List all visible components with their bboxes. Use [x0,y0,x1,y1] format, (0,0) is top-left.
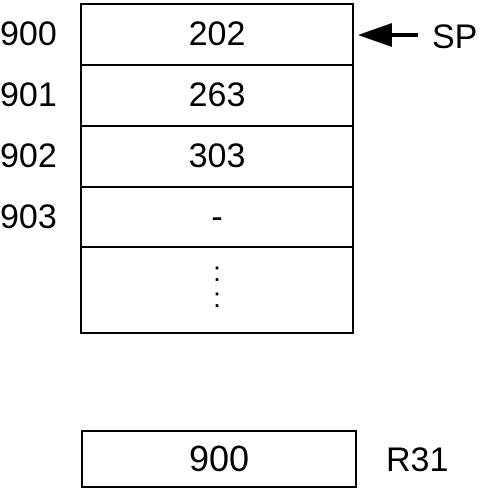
memory-cell-900: 202 [82,5,352,66]
register-name: R31 [386,441,449,479]
memory-cell-903: - [82,188,352,248]
stack-pointer-arrow-icon [358,23,418,47]
memory-cell-901: 263 [82,66,352,127]
memory-stack: 202 263 303 - : : [80,3,354,334]
address-903: 903 [0,198,57,236]
memory-cell-902: 303 [82,127,352,188]
register-box: 900 [81,430,357,488]
stack-pointer-label: SP [432,18,478,56]
address-900: 900 [0,15,57,53]
address-902: 902 [0,137,57,175]
continuation-dots: : : [213,256,221,313]
address-901: 901 [0,76,57,114]
